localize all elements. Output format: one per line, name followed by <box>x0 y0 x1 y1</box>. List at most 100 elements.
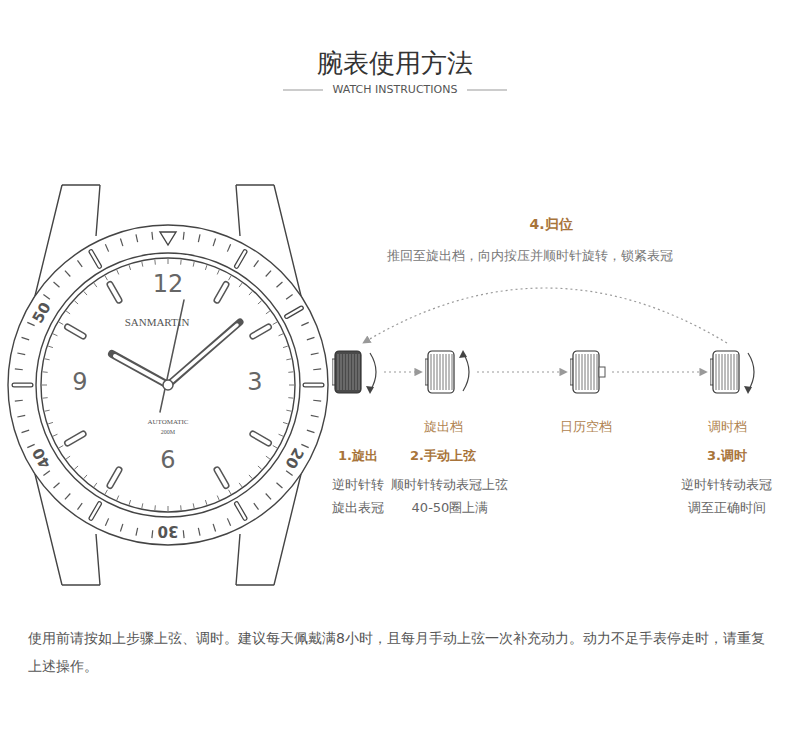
bezel-bar <box>305 383 322 388</box>
crown-knurl <box>338 354 339 390</box>
minute-tick <box>286 410 291 411</box>
bezel-tick <box>105 518 108 525</box>
step-heading: 1.旋出 <box>338 444 378 467</box>
crown-icon <box>570 347 610 397</box>
minute-tick <box>66 456 70 459</box>
minute-tick <box>117 496 119 501</box>
crown-knurl <box>576 354 577 390</box>
minute-tick <box>168 259 169 264</box>
bezel-bar <box>287 308 302 317</box>
bezel-tick <box>311 353 319 355</box>
crown-knurl <box>579 354 580 390</box>
crown-knurl <box>588 354 589 390</box>
dial-numeral: 12 <box>153 270 184 299</box>
bezel-tick <box>136 234 138 242</box>
crown-knurl <box>582 354 583 390</box>
minute-tick <box>105 276 108 280</box>
bezel-number: 30 <box>156 523 181 538</box>
step-heading: 2.手动上弦 <box>410 444 476 467</box>
minute-tick <box>48 422 53 424</box>
crown-knurl <box>452 354 453 390</box>
hour-marker <box>68 327 84 336</box>
crown-knurl <box>434 354 435 390</box>
step-description: 顺时针转动表冠上弦 40-50圈上满 <box>388 473 513 519</box>
hour-marker <box>110 470 119 486</box>
hour-marker <box>253 434 269 443</box>
subtitle: WATCH INSTRUCTIONS <box>333 83 458 96</box>
crown-knurl <box>716 354 717 390</box>
minute-tick <box>117 270 119 275</box>
title-rule <box>467 90 507 91</box>
step-heading: 3.调时 <box>707 444 747 467</box>
minute-tick <box>66 311 70 314</box>
bezel-tick <box>266 493 271 499</box>
crown-knurl <box>353 354 354 390</box>
bezel-bar <box>91 252 100 267</box>
bezel-tick <box>151 530 153 538</box>
rotation-arrow <box>463 353 469 391</box>
minute-tick <box>129 265 131 270</box>
hour-marker <box>253 434 269 443</box>
bezel-tick <box>266 271 271 277</box>
bezel-tick <box>65 271 70 277</box>
bezel-tick <box>307 337 315 339</box>
connector <box>384 371 422 372</box>
crown-position: 调时档3.调时逆时针转动表冠 调至正确时间 <box>710 347 760 397</box>
crown-knurl <box>725 354 726 390</box>
dial-numeral: 9 <box>72 368 87 397</box>
hour-marker <box>68 434 84 443</box>
minute-tick <box>45 359 50 360</box>
bezel-tick <box>276 483 282 488</box>
crown-knurl <box>728 354 729 390</box>
crown-body <box>428 351 454 393</box>
bezel-tick <box>213 524 215 532</box>
position-label: 旋出档 <box>424 415 463 438</box>
minute-tick <box>43 397 48 399</box>
minute-tick <box>273 446 277 449</box>
bezel-tick <box>307 430 315 432</box>
minute-tick <box>43 371 48 373</box>
crown-knurl <box>594 354 595 390</box>
minute-tick <box>205 265 207 270</box>
step-description: 逆时针转 旋出表冠 <box>328 473 388 519</box>
hour-marker <box>68 327 84 336</box>
minute-tick <box>94 283 97 287</box>
bezel-tick <box>198 528 200 536</box>
title-rule <box>283 90 323 91</box>
bezel-tick <box>301 322 308 325</box>
minute-tick <box>53 434 58 436</box>
minute-tick <box>42 385 47 386</box>
bezel-tick <box>65 493 70 499</box>
minute-tick <box>286 359 291 360</box>
minute-tick <box>142 262 143 267</box>
bezel-tick <box>120 524 122 532</box>
minute-tick <box>94 483 97 487</box>
bezel-bar <box>237 504 246 519</box>
crown-knurl <box>591 354 592 390</box>
bezel-tick <box>313 368 321 370</box>
bezel-tick <box>15 368 23 370</box>
bezel-bar <box>91 252 100 267</box>
hour-marker <box>68 434 84 443</box>
bezel-tick <box>227 244 230 251</box>
bezel-bar <box>237 252 246 267</box>
minute-tick <box>48 346 53 348</box>
bezel-tick <box>15 400 23 402</box>
crown-position: 旋出档2.手动上弦顺时针转动表冠上弦 40-50圈上满 <box>425 347 475 397</box>
minute-tick <box>249 475 252 479</box>
rotation-arrow <box>459 350 467 358</box>
watch-hands <box>112 300 240 412</box>
crown-knurl <box>356 354 357 390</box>
bezel-bar <box>91 504 100 519</box>
minute-tick <box>258 466 262 469</box>
crown-knurl <box>350 354 351 390</box>
minute-tick <box>288 371 293 373</box>
dial-text: 200M <box>161 429 175 436</box>
bezel-tick <box>301 444 308 447</box>
crown-stub <box>599 367 605 377</box>
bezel-tick <box>254 503 259 509</box>
bezel-tick <box>22 337 30 339</box>
dial-numeral: 3 <box>247 368 262 397</box>
bezel-tick <box>183 530 185 538</box>
minute-tick <box>205 500 207 505</box>
